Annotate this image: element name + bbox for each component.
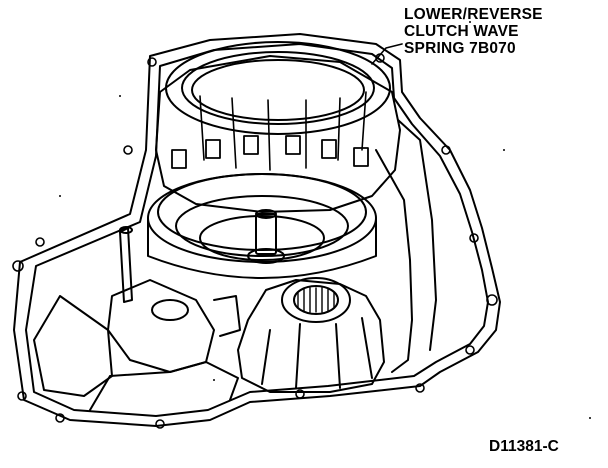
upper-housing — [156, 56, 400, 212]
clutch-drum-inner — [200, 216, 324, 260]
callout-leader-line — [372, 44, 402, 64]
wave-spring-ring-inner2 — [192, 60, 364, 120]
callout-label: LOWER/REVERSE CLUTCH WAVE SPRING 7B070 — [404, 6, 543, 57]
case-flange-outline — [14, 34, 500, 426]
wave-spring-ring-outer — [166, 42, 390, 134]
lower-case-body — [34, 296, 112, 396]
bearing-boss — [238, 280, 384, 392]
left-linkage — [120, 228, 132, 302]
clutch-drum-mid — [176, 196, 348, 256]
center-shaft — [256, 214, 276, 254]
housing-ribs — [200, 92, 366, 170]
small-bracket — [214, 296, 240, 336]
case-flange-inner — [26, 44, 488, 416]
wave-spring-ring-inner — [182, 52, 374, 124]
right-housing-wall — [376, 150, 412, 372]
callout-line-3: SPRING 7B070 — [404, 40, 516, 57]
speckle-dots — [59, 21, 591, 419]
bearing-rollers — [298, 288, 334, 312]
boss-rib-1 — [262, 330, 270, 384]
callout-line-2: CLUTCH WAVE — [404, 23, 519, 40]
bearing-outer-race — [282, 278, 350, 322]
clutch-drum-wall — [148, 218, 376, 278]
clutch-tabs — [172, 136, 368, 168]
figure-id: D11381-C — [489, 438, 559, 455]
bearing-inner-race — [294, 286, 338, 314]
flange-bolt-holes — [13, 54, 497, 428]
callout-line-1: LOWER/REVERSE — [404, 6, 543, 23]
